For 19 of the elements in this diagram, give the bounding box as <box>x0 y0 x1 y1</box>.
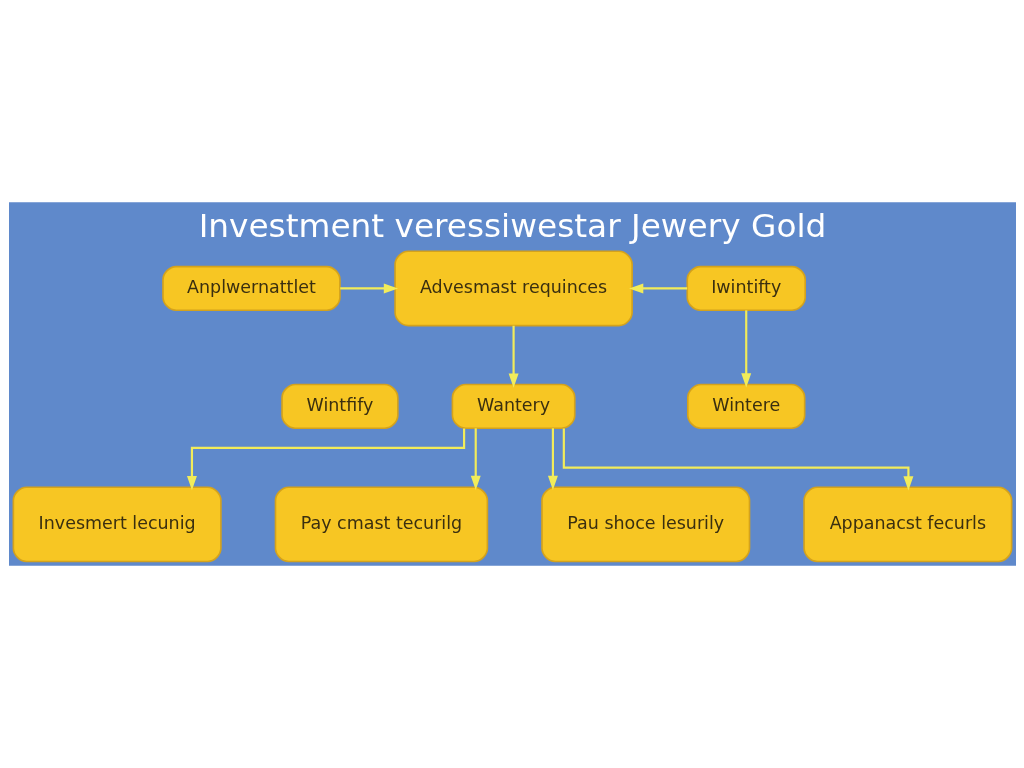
node-box: Invesmert lecunig <box>12 486 222 563</box>
arrow <box>628 283 687 294</box>
node-box: Pau shoce lesurily <box>540 486 750 563</box>
node-box: Wintere <box>686 383 805 430</box>
node-box: Pay cmast tecurilg <box>274 486 488 563</box>
diagram-title: Investment veressiwestar Jewery Gold <box>198 207 826 246</box>
node-box: Appanacst fecurls <box>802 486 1012 563</box>
node-box: Advesmast requinces <box>393 250 633 327</box>
arrow <box>562 428 913 491</box>
arrow <box>339 283 398 294</box>
node-box: Anplwernattlet <box>161 265 341 312</box>
node-box: Wantery <box>451 383 576 430</box>
arrow <box>186 428 465 491</box>
arrow <box>740 310 751 388</box>
node-box: Wintfify <box>280 383 399 430</box>
node-box: Iwintifty <box>685 265 806 312</box>
arrow <box>470 428 481 491</box>
arrow <box>547 428 558 491</box>
arrow <box>508 325 519 388</box>
